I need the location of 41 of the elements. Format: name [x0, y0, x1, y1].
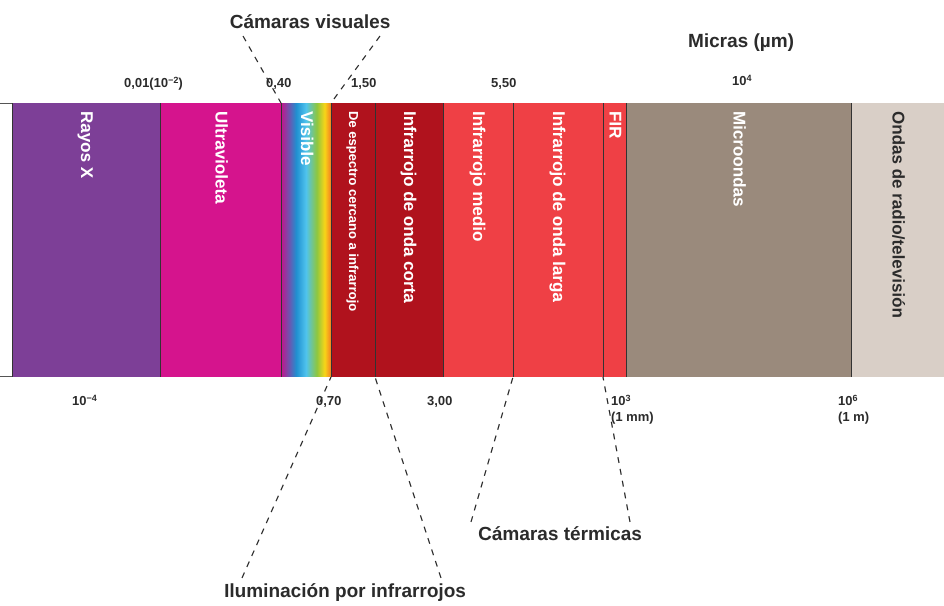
scale-value: 5,50 [491, 76, 516, 89]
band-label: Ultravioleta [212, 111, 230, 206]
scale-value: (1 mm) [611, 410, 654, 423]
spectrum-band [375, 103, 444, 377]
scale-value: (1 m) [838, 410, 870, 423]
band-label: Infrarrojo de onda larga [550, 111, 567, 304]
leader-line [242, 36, 282, 104]
scale-value: 10$^{6}$ [838, 394, 858, 407]
band-label: Rayos X [78, 111, 95, 180]
band-label: De espectro cercano a infrarrojo [347, 111, 360, 314]
scale-value: 0,01(10$^{−2}$) [124, 76, 183, 89]
scale-value: 10$^{−4}$ [72, 394, 97, 407]
leader-line [602, 376, 631, 522]
spectrum-band [160, 103, 282, 377]
spectrum-band [603, 103, 627, 377]
scale-value: 3,00 [427, 394, 452, 407]
band-label: Infrarrojo de onda corta [401, 111, 418, 305]
band-label: Infrarrojo medio [470, 111, 487, 244]
band-label: FIR [606, 111, 624, 140]
spectrum-band [331, 103, 376, 377]
leader-line [470, 376, 514, 522]
band-label: Ondas de radio/televisión [890, 111, 906, 320]
scale-value: 1,50 [351, 76, 376, 89]
spectrum-band [513, 103, 604, 377]
band-label: Microondas [730, 111, 748, 208]
spectrum-band [281, 103, 332, 377]
spectrum-band [443, 103, 514, 377]
callout-label: Cámaras visuales [200, 8, 420, 36]
scale-value: 0,70 [316, 394, 342, 407]
scale-value: 0,40 [266, 76, 292, 89]
spectrum-band [851, 103, 944, 377]
scale-value: 10$^{4}$ [732, 74, 752, 87]
callout-label: Iluminación por infrarrojos [200, 578, 490, 604]
band-label: Visible [298, 111, 315, 168]
callout-label: Cámaras térmicas [450, 522, 670, 546]
spectrum-band [12, 103, 161, 377]
scale-value: 10$^{3}$ [611, 394, 630, 407]
spectrum-band [626, 103, 852, 377]
axis-title: Micras (µm) [688, 32, 794, 51]
leader-line [374, 376, 442, 578]
leader-line [241, 376, 332, 578]
